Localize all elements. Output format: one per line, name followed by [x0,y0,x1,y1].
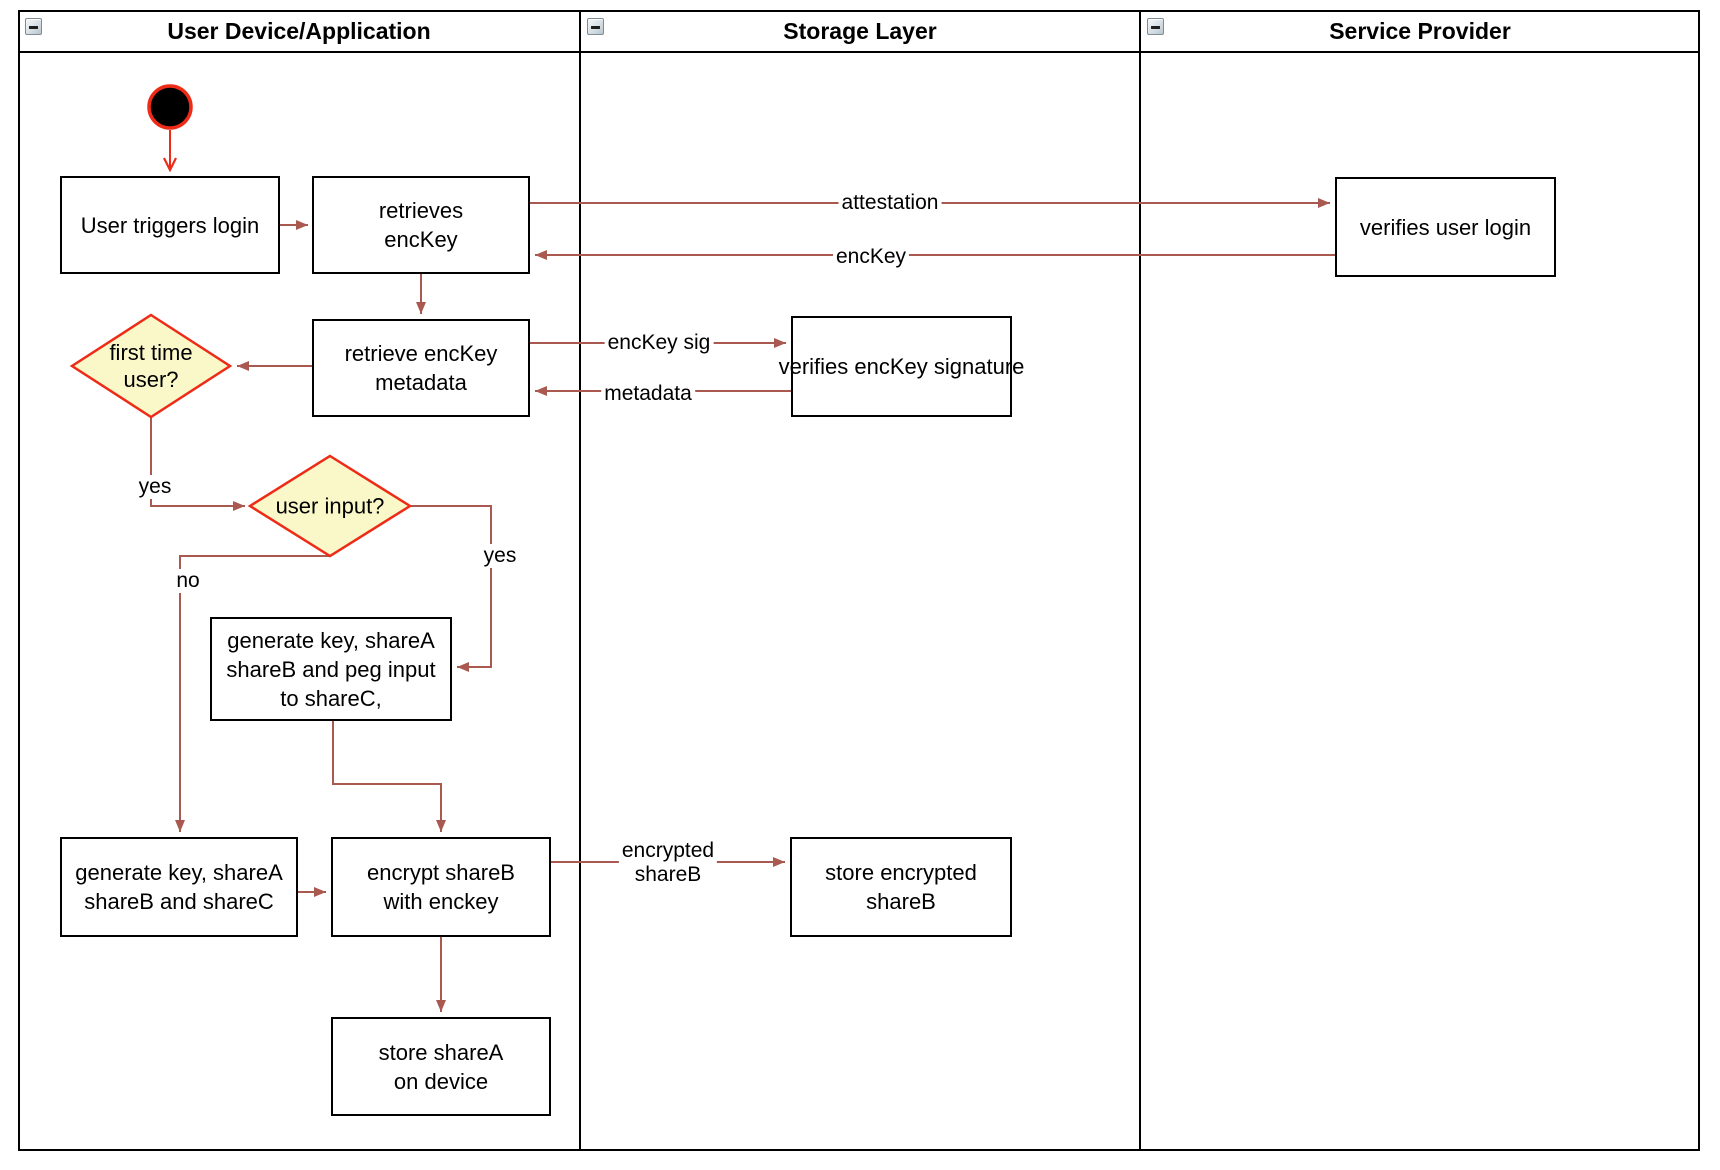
minus-icon [1151,26,1160,29]
edge-label-attestation: attestation [838,191,942,215]
decision-user-input[interactable] [247,454,413,558]
lane-header-service-provider: Service Provider [1329,18,1511,44]
label-line: metadata [375,370,467,395]
collapse-lane-button-storage-layer[interactable] [587,18,604,35]
edge-peg-to-encrypt [332,721,446,832]
node-store-sharea-on-device[interactable]: store shareA on device [331,1017,551,1116]
edge-label-enckey: encKey [832,245,910,269]
label-line: shareB [866,889,936,914]
edge-label-no-user-input: no [173,569,203,593]
node-verifies-enckey-signature[interactable]: verifies encKey signature [779,316,1024,417]
collapse-lane-button-service-provider[interactable] [1147,18,1164,35]
collapse-lane-button-user-device[interactable] [25,18,42,35]
label-line: encrypt shareB [367,860,515,885]
label-line: verifies user login [1359,214,1532,240]
node-retrieve-enckey-metadata[interactable]: retrieve encKey metadata [312,319,530,417]
label-line: to shareC, [280,685,382,711]
edge-userinput-no [175,555,330,832]
label-line: User triggers login [80,212,260,238]
label-line: with enckey [383,889,499,914]
label-line: store shareA [378,1039,504,1065]
minus-icon [591,26,600,29]
node-user-triggers-login[interactable]: User triggers login [60,176,280,274]
label-line: retrieve encKey [344,341,498,366]
label-line: shareB and peg input [226,656,436,682]
edge-userinput-yes [410,505,492,672]
node-generate-key-shares[interactable]: generate key, shareA shareB and shareC [60,837,298,937]
edge-label-enckey-sig: encKey sig [604,331,714,355]
label-line: encKey [384,227,458,252]
edge-firsttime-yes [150,417,245,511]
decision-first-time-user[interactable] [69,313,233,419]
lane-header-separator [18,51,1700,53]
node-encrypt-shareb[interactable]: encrypt shareB with enckey [331,837,551,937]
label-line: store encrypted [825,860,977,885]
edge-label-yes-user-input: yes [480,544,520,568]
minus-icon [29,26,38,29]
start-node[interactable] [147,84,193,130]
edge-label-metadata: metadata [601,382,695,406]
label-line: generate key, shareA [227,627,435,653]
label-line: verifies encKey signature [778,354,1025,379]
lane-header-storage-layer: Storage Layer [783,18,937,44]
node-generate-key-peg-input[interactable]: generate key, shareA shareB and peg inpu… [210,617,452,721]
label-line: retrieves [378,198,464,223]
edge-label-yes-first-time: yes [135,475,175,499]
label-line: on device [393,1068,489,1094]
label-line: generate key, shareA [75,860,283,885]
label-line: shareB and shareC [84,889,274,914]
lane-divider-2 [1139,10,1141,1151]
lane-divider-1 [579,10,581,1151]
node-retrieves-enckey[interactable]: retrieves encKey [312,176,530,274]
label-line: encrypted [621,839,715,862]
node-store-encrypted-shareb[interactable]: store encrypted shareB [790,837,1012,937]
label-line: shareB [634,863,702,886]
lane-header-user-device: User Device/Application [167,18,431,44]
node-verifies-user-login[interactable]: verifies user login [1335,177,1556,277]
edge-label-encrypted-shareb: encrypted shareB [618,839,718,887]
